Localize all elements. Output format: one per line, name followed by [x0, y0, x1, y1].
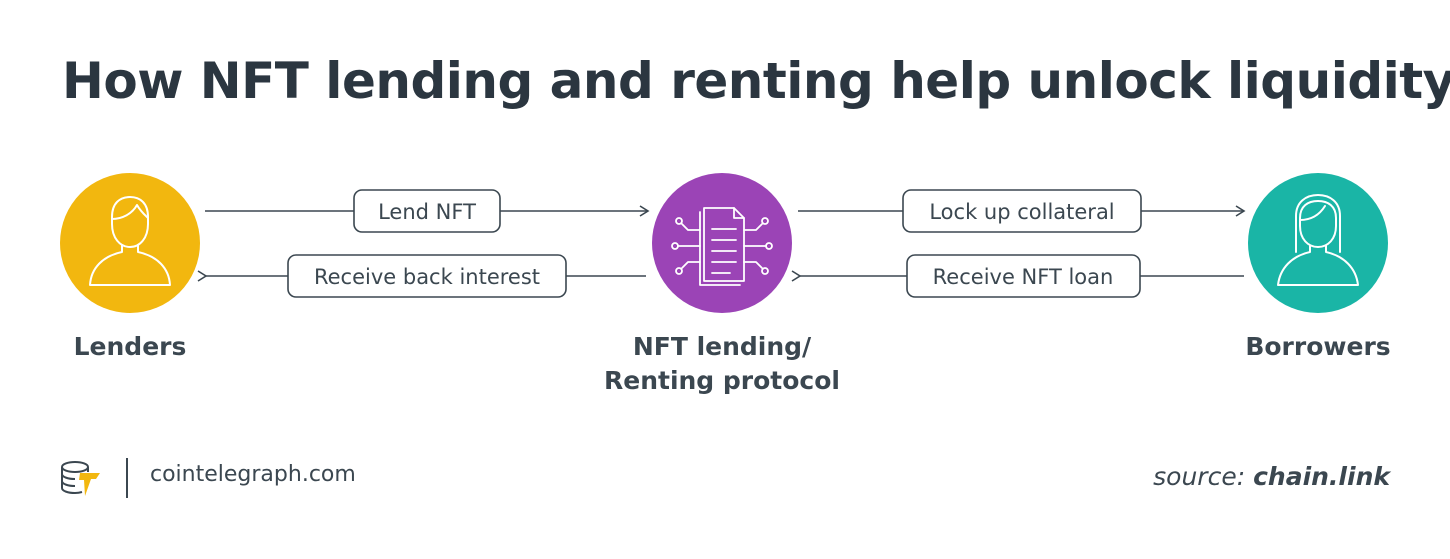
edge-receive-back-interest: Receive back interest	[197, 254, 646, 298]
page-title: How NFT lending and renting help unlock …	[62, 52, 1450, 110]
borrowers-label: Borrowers	[1245, 332, 1391, 361]
cointelegraph-logo-icon	[61, 461, 100, 496]
lenders-node	[60, 173, 200, 313]
lend-nft-label: Lend NFT	[378, 200, 476, 224]
protocol-node	[652, 173, 792, 313]
source-prefix: source:	[1153, 462, 1254, 491]
lenders-label: Lenders	[73, 332, 187, 361]
footer-site: cointelegraph.com	[150, 462, 356, 487]
borrowers-node	[1248, 173, 1388, 313]
receive-back-interest-label: Receive back interest	[314, 265, 540, 289]
edge-lock-up-collateral: Lock up collateral	[798, 189, 1246, 233]
protocol-label-line1: NFT lending/	[632, 332, 812, 361]
protocol-label-line2: Renting protocol	[603, 366, 840, 395]
person-icon	[1277, 194, 1359, 286]
source-credit: source: chain.link	[1153, 462, 1390, 491]
edge-receive-nft-loan: Receive NFT loan	[791, 254, 1244, 298]
person-icon	[89, 196, 171, 286]
protocol-label: NFT lending/ Renting protocol	[560, 330, 884, 398]
receive-nft-loan-label: Receive NFT loan	[933, 265, 1114, 289]
edge-lend-nft: Lend NFT	[205, 189, 650, 233]
footer-divider	[126, 458, 128, 498]
source-name: chain.link	[1253, 462, 1390, 491]
document-chip-icon	[671, 207, 773, 286]
lock-up-collateral-label: Lock up collateral	[929, 200, 1114, 224]
